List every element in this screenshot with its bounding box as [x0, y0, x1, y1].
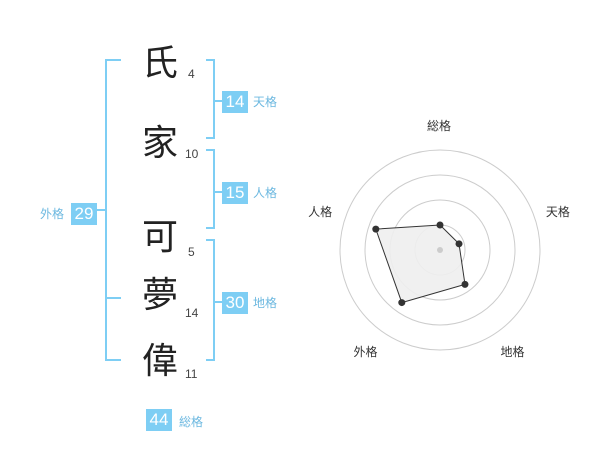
- radar-ring-4: [339, 149, 541, 351]
- radar-polygon: [375, 224, 466, 304]
- jinkaku-bracket: [206, 149, 222, 229]
- jinkaku-value: 15: [222, 182, 248, 204]
- tenkaku-value: 14: [222, 91, 248, 113]
- name-char-3: 可: [141, 217, 178, 258]
- stroke-count-2: 10: [185, 147, 199, 161]
- radar-point-4: [398, 299, 406, 307]
- radar-axis-label-1: 総格: [427, 119, 452, 133]
- stroke-count-5: 11: [185, 367, 198, 381]
- tenkaku-bracket: [206, 59, 222, 139]
- name-char-2: 家: [141, 123, 178, 164]
- stroke-count-1: 4: [188, 67, 195, 81]
- radar-point-3: [461, 280, 469, 288]
- stroke-count-4: 14: [185, 306, 199, 320]
- radar-point-1: [436, 221, 444, 229]
- radar-axis-label-4: 外格: [353, 345, 378, 360]
- gaikaku-bracket: [96, 59, 121, 361]
- radar-axis-label-2: 天格: [545, 205, 570, 220]
- stroke-count-3: 5: [188, 245, 195, 259]
- tenkaku-label: 天格: [253, 95, 278, 109]
- chikaku-value: 30: [222, 292, 248, 314]
- name-char-4: 夢: [141, 275, 178, 316]
- gaikaku-value: 29: [71, 203, 97, 225]
- soukaku-label: 総格: [179, 415, 204, 429]
- name-char-5: 偉: [141, 341, 178, 382]
- radar-center-dot: [437, 247, 443, 253]
- radar-point-5: [372, 225, 380, 233]
- chikaku-bracket: [206, 239, 222, 361]
- gaikaku-label: 外格: [40, 207, 65, 221]
- soukaku-value: 44: [146, 409, 172, 431]
- radar-ring-3: [364, 174, 516, 326]
- radar-point-2: [455, 240, 463, 248]
- jinkaku-label: 人格: [253, 186, 278, 200]
- name-char-1: 氏: [141, 43, 178, 84]
- radar-axis-label-3: 地格: [500, 345, 525, 360]
- chikaku-label: 地格: [253, 296, 278, 310]
- radar-points: [372, 221, 469, 307]
- radar-axis-label-5: 人格: [308, 205, 333, 220]
